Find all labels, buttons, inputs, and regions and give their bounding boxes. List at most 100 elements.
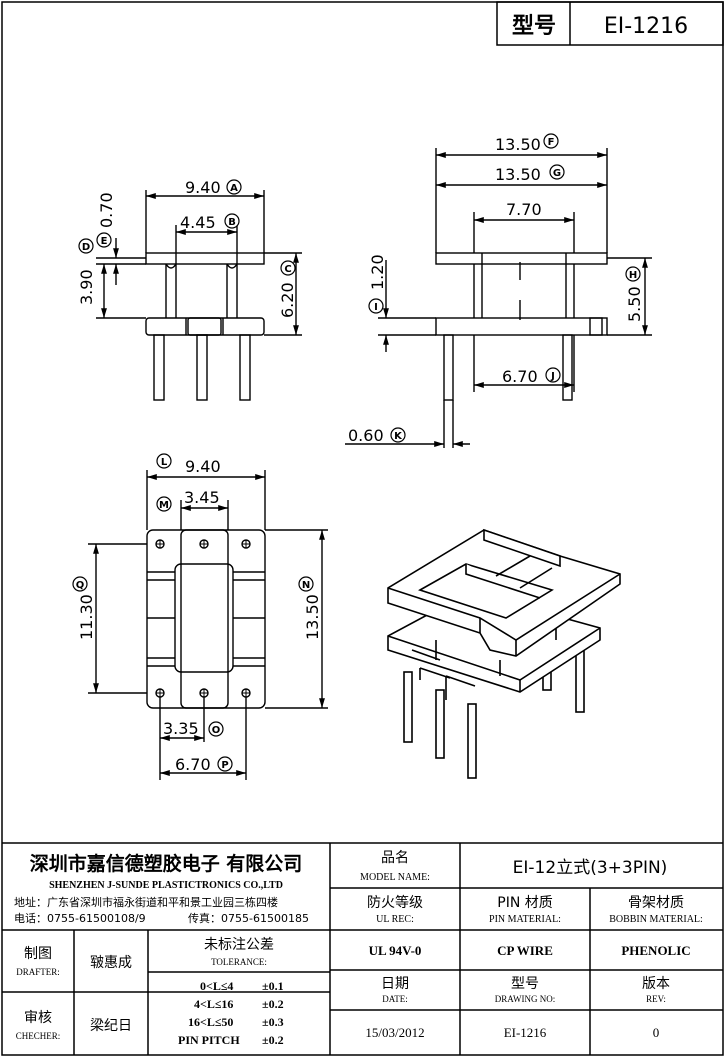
svg-text:N: N xyxy=(302,580,310,591)
dim-q-value: 11.30 xyxy=(77,594,96,640)
checker-label-en: CHECHER: xyxy=(16,1031,61,1041)
dim-770-value: 7.70 xyxy=(506,200,542,219)
tol-range-2: 4<L≤16 xyxy=(194,997,233,1011)
ul-label-en: UL REC: xyxy=(376,914,414,925)
marker-q: Q xyxy=(72,576,88,592)
bobbin-value: PHENOLIC xyxy=(621,943,690,958)
company-address: 地址：广东省深圳市福永街道和平和景工业园三栋四楼 xyxy=(14,895,278,909)
tolerance-label-en: TOLERANCE: xyxy=(211,957,267,967)
tol-range-3: 16<L≤50 xyxy=(188,1015,233,1029)
svg-text:C: C xyxy=(284,264,291,275)
model-label-cn: 品名 xyxy=(381,850,409,866)
side-view xyxy=(345,148,652,448)
drawing-no-label-en: DRAWING NO: xyxy=(495,994,556,1004)
checker-label-cn: 审核 xyxy=(24,1010,52,1026)
front-view xyxy=(96,190,302,401)
dim-o-value: 3.35 xyxy=(163,719,199,738)
dim-b-value: 4.45 xyxy=(180,213,216,232)
rev-label-en: REV: xyxy=(646,994,666,1004)
rev-label-cn: 版本 xyxy=(642,976,670,992)
svg-text:H: H xyxy=(629,270,637,281)
marker-e: E xyxy=(96,232,112,248)
svg-text:F: F xyxy=(548,137,555,148)
marker-l: L xyxy=(156,453,172,469)
dim-k-value: 0.60 xyxy=(348,426,384,445)
svg-text:Q: Q xyxy=(76,580,85,591)
company-name-cn: 深圳市嘉信德塑胶电子 有限公司 xyxy=(30,852,303,875)
ul-value: UL 94V-0 xyxy=(369,943,422,958)
model-value: EI-12立式(3+3PIN) xyxy=(513,858,668,878)
marker-f: F xyxy=(543,133,559,149)
dim-g-value: 13.50 xyxy=(495,165,541,184)
tol-value-3: ±0.3 xyxy=(262,1015,284,1029)
dim-l-value: 9.40 xyxy=(185,457,221,476)
svg-text:A: A xyxy=(230,183,238,194)
ul-label-cn: 防火等级 xyxy=(367,894,423,911)
bobbin-label-cn: 骨架材质 xyxy=(628,895,684,911)
tol-value-4: ±0.2 xyxy=(262,1033,284,1047)
tolerance-table: 0<L≤4 ±0.1 4<L≤16 ±0.2 16<L≤50 ±0.3 PIN … xyxy=(178,979,284,1047)
dim-d-value: 3.90 xyxy=(77,269,96,305)
dim-i-value: 1.20 xyxy=(368,254,387,290)
marker-p: P xyxy=(217,756,233,772)
tol-value-1: ±0.1 xyxy=(262,979,284,993)
svg-text:O: O xyxy=(212,725,221,736)
drafter-label-cn: 制图 xyxy=(24,946,52,962)
checker-name: 梁纪日 xyxy=(90,1018,132,1034)
marker-c: C xyxy=(280,260,296,276)
bottom-view xyxy=(88,470,328,780)
pin-value: CP WIRE xyxy=(497,943,553,958)
company-fax: 传真：0755-61500185 xyxy=(188,911,309,925)
svg-text:G: G xyxy=(553,168,561,179)
header-type-label: 型号 xyxy=(512,14,556,39)
svg-text:I: I xyxy=(374,302,378,313)
date-label-en: DATE: xyxy=(382,994,408,1004)
title-block: 深圳市嘉信德塑胶电子 有限公司 SHENZHEN J-SUNDE PLASTIC… xyxy=(2,842,723,1055)
dim-a-value: 9.40 xyxy=(185,178,221,197)
dim-f-value: 13.50 xyxy=(495,135,541,154)
marker-k: K xyxy=(390,427,406,443)
pin-label-cn: PIN 材质 xyxy=(497,895,553,911)
header-block: 型号 EI-1216 xyxy=(496,1,724,46)
rev-value: 0 xyxy=(653,1025,660,1040)
header-type-value: EI-1216 xyxy=(604,14,688,39)
bobbin-label-en: BOBBIN MATERIAL: xyxy=(609,914,703,925)
tolerance-label-cn: 未标注公差 xyxy=(204,937,274,953)
tol-range-4: PIN PITCH xyxy=(178,1033,240,1047)
company-name-en: SHENZHEN J-SUNDE PLASTICTRONICS CO.,LTD xyxy=(49,880,283,891)
drawing-no-value: EI-1216 xyxy=(504,1025,547,1040)
model-label-en: MODEL NAME: xyxy=(360,872,430,883)
date-value: 15/03/2012 xyxy=(365,1025,424,1040)
dim-j-value: 6.70 xyxy=(502,367,538,386)
dim-c-value: 6.20 xyxy=(278,282,297,318)
svg-text:J: J xyxy=(550,371,555,382)
dim-h-value: 5.50 xyxy=(625,286,644,322)
date-label-cn: 日期 xyxy=(381,976,409,992)
marker-a: A xyxy=(226,179,242,195)
svg-text:D: D xyxy=(82,242,90,253)
dimension-markers: A B C D E F G H I J K L M N Q O P xyxy=(72,133,641,772)
svg-text:B: B xyxy=(228,217,236,228)
company-phone: 电话：0755-61500108/9 xyxy=(14,912,146,925)
dim-p-value: 6.70 xyxy=(175,755,211,774)
marker-g: G xyxy=(549,164,565,180)
svg-text:L: L xyxy=(161,457,168,468)
marker-m: M xyxy=(156,496,172,512)
marker-n: N xyxy=(298,576,314,592)
drafter-name: 皲惠成 xyxy=(90,955,132,971)
dim-m-value: 3.45 xyxy=(184,488,220,507)
marker-b: B xyxy=(224,213,240,229)
isometric-view xyxy=(387,528,621,779)
svg-text:M: M xyxy=(159,500,169,511)
dim-n-value: 13.50 xyxy=(303,594,322,640)
marker-i: I xyxy=(368,298,384,314)
tol-range-1: 0<L≤4 xyxy=(200,979,233,993)
drawing-no-label-cn: 型号 xyxy=(511,976,539,992)
drafter-label-en: DRAFTER: xyxy=(16,967,60,977)
svg-text:P: P xyxy=(221,760,228,771)
marker-o: O xyxy=(208,721,224,737)
svg-text:E: E xyxy=(101,236,108,247)
marker-j: J xyxy=(545,367,561,383)
